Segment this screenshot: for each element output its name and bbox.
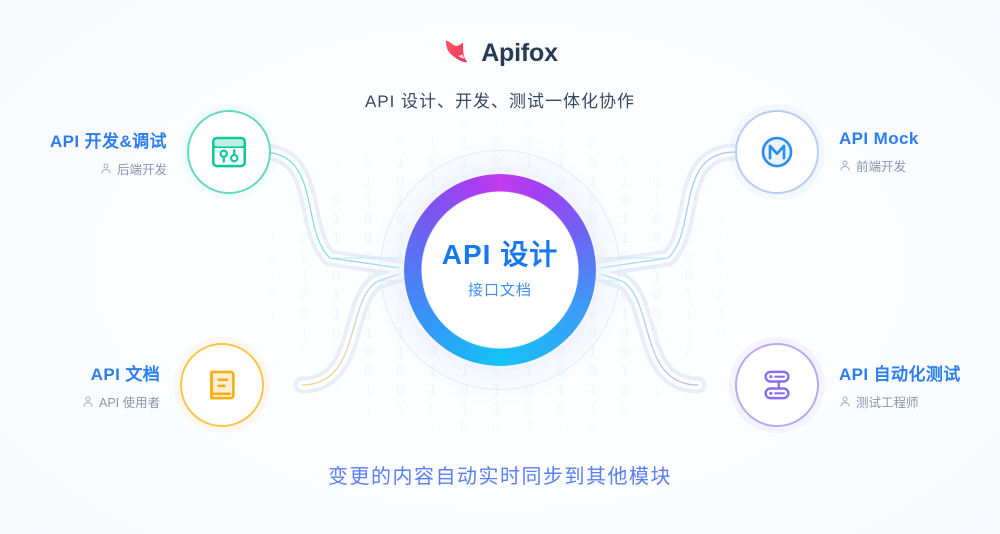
hub-halo: [398, 168, 602, 372]
node-role: 测试工程师: [839, 392, 919, 411]
browser-sliders-icon: [211, 136, 247, 168]
node-api-auto-test[interactable]: API 自动化测试 测试工程师: [735, 343, 961, 427]
brand: Apifox: [442, 36, 558, 70]
hub-title: API 设计: [441, 238, 559, 270]
hub-core: API 设计 接口文档: [423, 193, 577, 347]
node-api-mock[interactable]: API Mock 前端开发: [735, 110, 919, 194]
tagline: API 设计、开发、测试一体化协作: [364, 92, 636, 111]
node-title: API 自动化测试: [839, 364, 961, 384]
node-api-auto-test-labels: API 自动化测试 测试工程师: [839, 360, 961, 411]
person-icon: [840, 396, 850, 406]
brand-name: Apifox: [481, 38, 558, 67]
node-api-doc[interactable]: API 文档 API 使用者: [82, 343, 265, 427]
node-api-auto-test-circle[interactable]: [735, 343, 819, 427]
node-title: API 文档: [90, 364, 161, 384]
node-api-dev-debug-labels: API 开发&调试 后端开发: [50, 127, 167, 178]
person-icon: [83, 396, 93, 406]
footer-caption: 变更的内容自动实时同步到其他模块: [328, 466, 672, 488]
person-icon: [840, 160, 850, 171]
header: Apifox API 设计、开发、测试一体化协作: [0, 36, 1000, 112]
node-role: 前端开发: [839, 156, 906, 175]
person-icon: [101, 163, 111, 173]
node-role-label: 测试工程师: [856, 395, 919, 410]
binary-background-texture: 1 0 1 1 0 0 0 1 0 1 0 0 1 1 0 0 1 0 1 0 …: [267, 115, 733, 437]
node-role: 后端开发: [100, 159, 167, 178]
node-title: API Mock: [839, 129, 919, 148]
node-api-mock-labels: API Mock 前端开发: [839, 129, 919, 175]
node-role-label: 前端开发: [856, 160, 907, 174]
hub-gradient-ring: [404, 174, 596, 366]
hub-outer-ring: [380, 150, 620, 390]
node-role-label: API 使用者: [99, 395, 161, 410]
stacked-servers-icon: [764, 370, 790, 400]
node-api-dev-debug-circle[interactable]: [186, 110, 271, 194]
node-api-doc-circle[interactable]: [180, 343, 265, 427]
node-title: API 开发&调试: [50, 131, 167, 151]
node-api-doc-labels: API 文档 API 使用者: [82, 360, 160, 411]
hub-subtitle: 接口文档: [467, 282, 532, 300]
letter-m-circle-icon: [761, 136, 793, 168]
center-hub: API 设计 接口文档: [355, 145, 645, 395]
apifox-fox-logo-icon: [445, 40, 468, 63]
node-role-label: 后端开发: [116, 162, 167, 177]
book-icon: [210, 370, 235, 400]
node-role: API 使用者: [82, 392, 160, 411]
node-api-dev-debug[interactable]: API 开发&调试 后端开发: [50, 110, 271, 194]
node-api-mock-circle[interactable]: [735, 110, 819, 194]
